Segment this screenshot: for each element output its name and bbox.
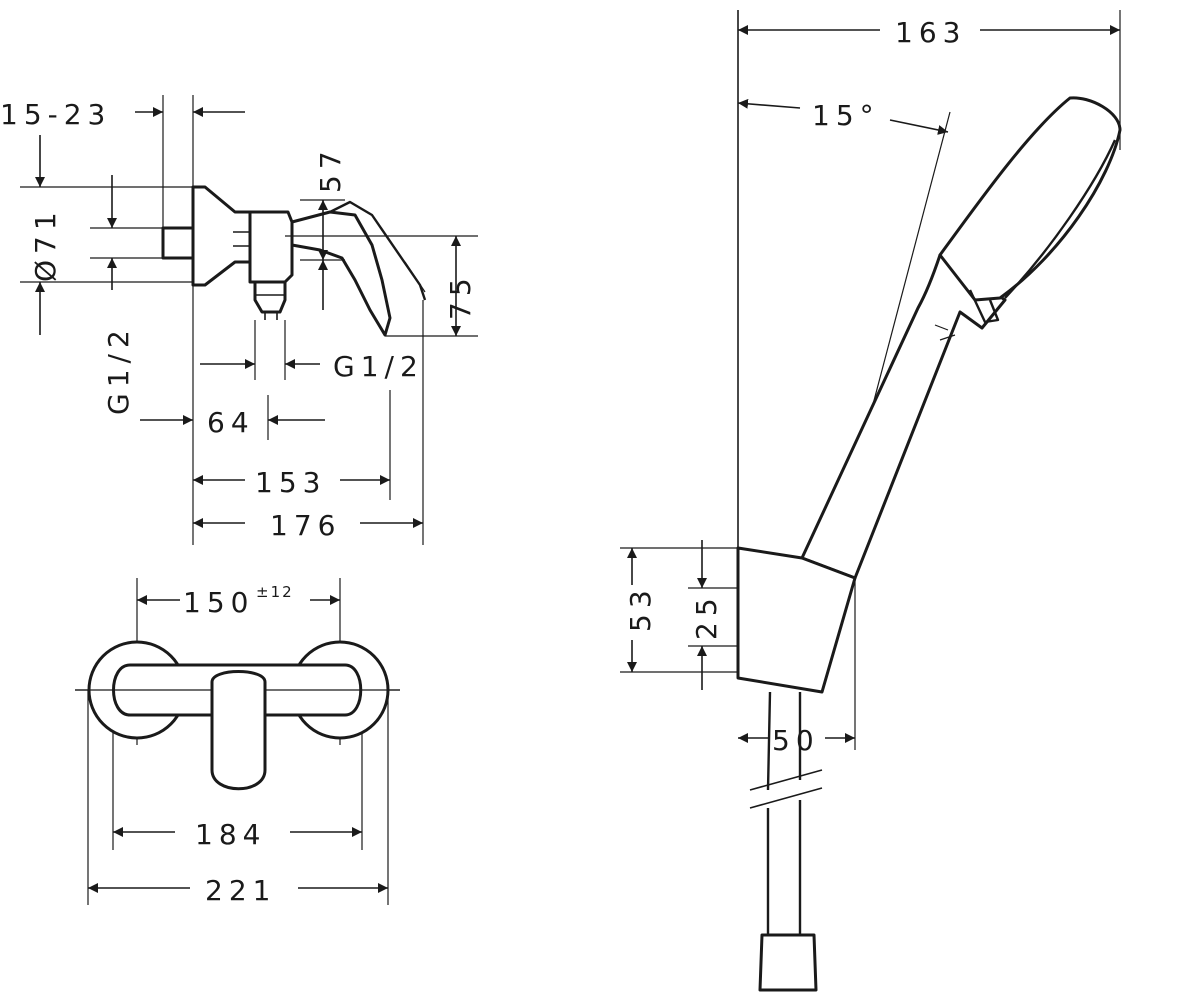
- shower-head: [938, 96, 1122, 302]
- shower-holder: [736, 546, 857, 694]
- dim-holder-depth: 50: [772, 724, 820, 757]
- dim-holder-height: 53: [624, 584, 657, 632]
- dim-lever-height: 57: [314, 145, 347, 193]
- dim-depth-176: 176: [270, 509, 341, 542]
- dim-width-221: 221: [205, 874, 276, 907]
- dim-shower-angle: 15°: [812, 99, 880, 132]
- hose-connector: [758, 933, 818, 992]
- mixer-side-view: [161, 185, 427, 337]
- shower-handle: [800, 253, 1007, 580]
- dim-holder-mid: 25: [690, 592, 723, 640]
- hand-shower-view: [620, 10, 1122, 992]
- mixer-outlet: [253, 280, 287, 314]
- mixer-lever: [290, 210, 392, 337]
- dim-outlet-thread: G1/2: [333, 350, 424, 383]
- shower-hose: [766, 691, 802, 791]
- mixer-front-view: [75, 578, 400, 905]
- mixer-rosette: [191, 185, 252, 287]
- dim-width-184: 184: [195, 818, 266, 851]
- dim-depth-153: 153: [255, 466, 326, 499]
- dim-centre-distance: 150: [183, 586, 254, 619]
- lever-front: [210, 670, 267, 791]
- dim-15-23: 15-23: [0, 98, 111, 131]
- front-view-dimensions: [88, 595, 388, 893]
- hand-shower-dimensions: [627, 25, 1120, 743]
- front-view-labels: 150 ±12 184 221: [183, 583, 294, 907]
- side-view-dimensions: [20, 95, 478, 545]
- dim-body-height: 75: [444, 272, 477, 320]
- hand-shower-labels: 163 15° 53 25 50: [624, 16, 966, 757]
- dim-shower-projection: 163: [895, 16, 966, 49]
- wall-connector: [161, 226, 195, 260]
- dim-inlet-thread: G1/2: [102, 324, 135, 415]
- mixer-body: [248, 210, 294, 284]
- side-view-labels: 15-23 Ø71 G1/2 57 75 G1/2 64 153 176: [0, 98, 477, 542]
- dim-inlet-offset: 64: [207, 406, 255, 439]
- dim-centre-tolerance: ±12: [256, 583, 294, 601]
- dim-rosette-diameter: Ø71: [29, 206, 62, 282]
